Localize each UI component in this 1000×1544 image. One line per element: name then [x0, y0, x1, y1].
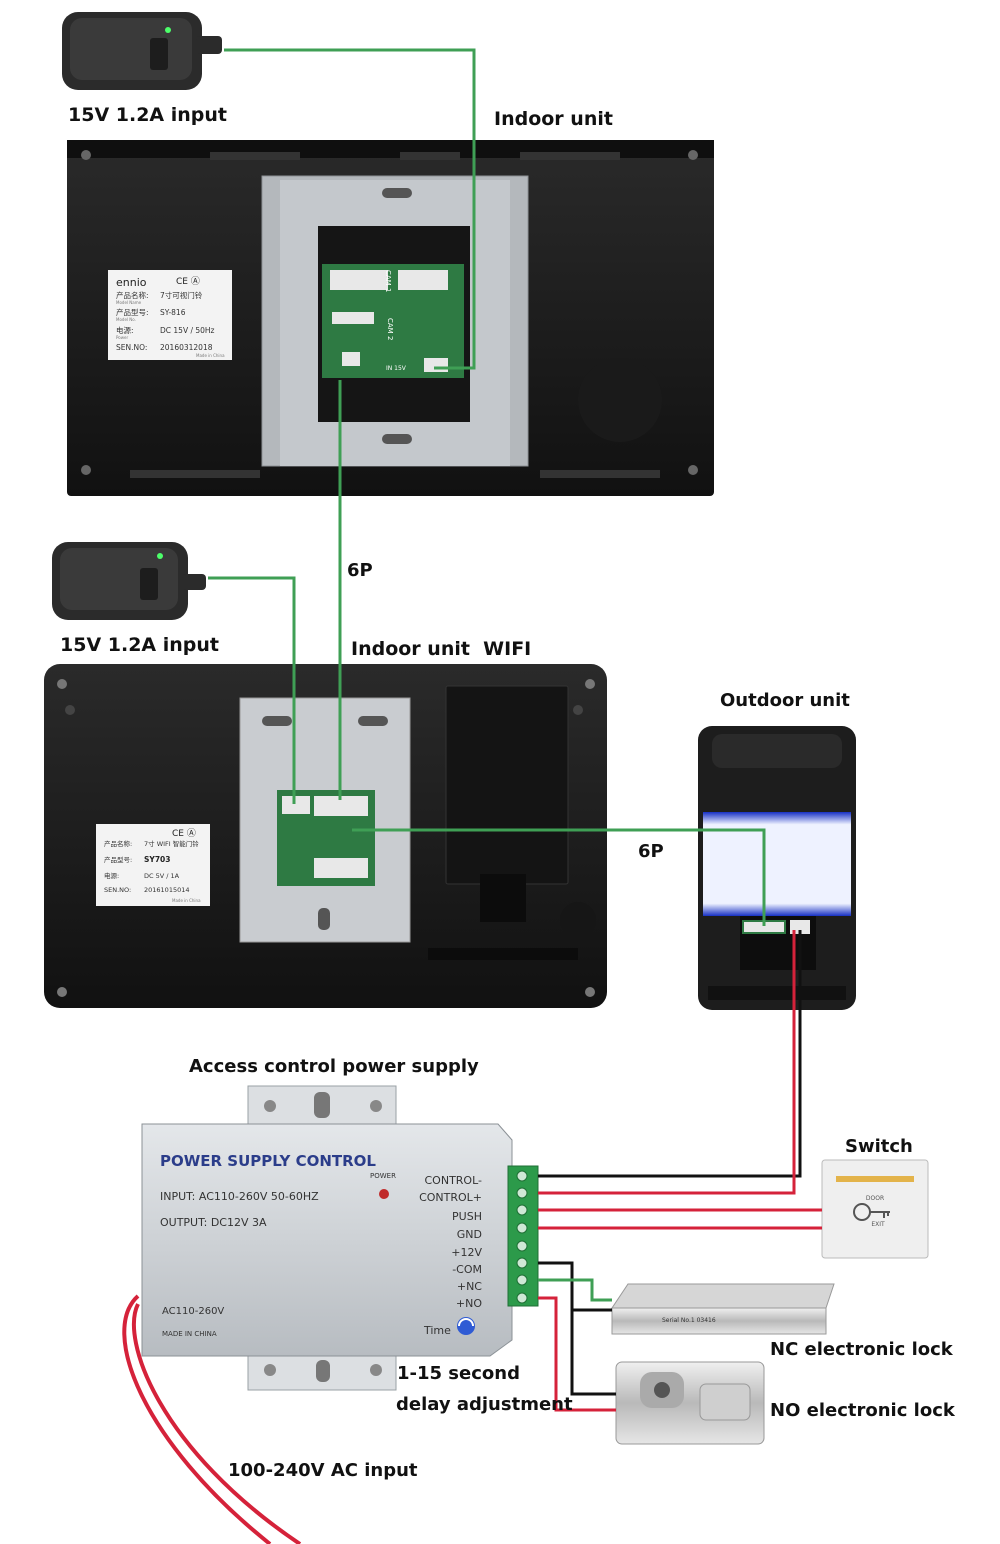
indoor-unit-wifi: CE Ⓐ 产品名称: 7寸 WIFI 智能门铃 产品型号: SY703 电源: …: [44, 664, 607, 1008]
unit1-sticker: ennio CE Ⓐ 产品名称: 7寸可视门铃 Model Name 产品型号:…: [108, 270, 232, 360]
svg-text:Power: Power: [116, 335, 128, 340]
six-p-vertical-label: 6P: [347, 560, 373, 581]
indoor-unit-wifi-label: Indoor unit WIFI: [351, 638, 532, 660]
terminal-label: +12V: [451, 1246, 482, 1259]
mounting-bracket-wifi: [239, 697, 411, 943]
svg-text:20160312018: 20160312018: [160, 343, 213, 352]
svg-text:7寸可视门铃: 7寸可视门铃: [160, 290, 203, 300]
psu-title: POWER SUPPLY CONTROL: [160, 1152, 376, 1170]
svg-text:20161015014: 20161015014: [144, 886, 190, 894]
psu-output: OUTPUT: DC12V 3A: [160, 1216, 267, 1229]
nc-maglock: Serial No.1 03416: [611, 1283, 835, 1335]
svg-text:7寸 WIFI 智能门铃: 7寸 WIFI 智能门铃: [144, 839, 199, 848]
pcb-top: CAM 1 CAM 2 IN 15V: [322, 264, 464, 378]
terminal-label: -COM: [452, 1263, 482, 1276]
indoor-unit-top: ennio CE Ⓐ 产品名称: 7寸可视门铃 Model Name 产品型号:…: [67, 140, 714, 496]
delay-label-line2: delay adjustment: [396, 1394, 573, 1415]
svg-text:Model No.: Model No.: [116, 317, 136, 322]
six-p-horizontal-label: 6P: [638, 841, 664, 862]
outdoor-unit-label: Outdoor unit: [720, 690, 850, 711]
svg-text:Serial No.1 03416: Serial No.1 03416: [662, 1317, 716, 1324]
pcb-wifi: [277, 790, 375, 886]
terminal-label: +NO: [456, 1297, 482, 1310]
switch-label: Switch: [845, 1136, 913, 1157]
svg-text:SEN.NO:: SEN.NO:: [104, 886, 131, 894]
svg-text:产品名称:: 产品名称:: [104, 839, 132, 848]
ac-input-label: 100-240V AC input: [228, 1460, 418, 1481]
svg-text:DC 15V / 50Hz: DC 15V / 50Hz: [160, 326, 215, 335]
svg-text:电源:: 电源:: [104, 871, 119, 880]
svg-text:产品型号:: 产品型号:: [104, 855, 132, 864]
adapter-top-label: 15V 1.2A input: [68, 104, 227, 126]
psu-ac-range: AC110-260V: [162, 1306, 224, 1317]
svg-text:CE Ⓐ: CE Ⓐ: [172, 828, 196, 839]
sticker-cert: CE Ⓐ: [176, 276, 200, 287]
svg-text:Made in China: Made in China: [172, 898, 201, 903]
wires: [122, 48, 822, 1544]
exit-switch: DOOR EXIT: [821, 1159, 929, 1259]
terminal-label: PUSH: [452, 1210, 482, 1223]
access-power-label: Access control power supply: [189, 1056, 479, 1077]
power-adapter-mid: [52, 542, 206, 620]
access-power-supply: POWER SUPPLY CONTROL POWER INPUT: AC110-…: [141, 1085, 539, 1391]
sticker-brand: ennio: [116, 276, 147, 289]
svg-text:SEN.NO:: SEN.NO:: [116, 343, 147, 352]
outdoor-unit: [698, 726, 856, 1010]
terminal-label: GND: [457, 1228, 482, 1241]
svg-text:IN 15V: IN 15V: [386, 365, 407, 372]
delay-label-line1: 1-15 second: [397, 1363, 520, 1384]
terminal-label: CONTROL+: [419, 1191, 482, 1204]
unit2-sticker: CE Ⓐ 产品名称: 7寸 WIFI 智能门铃 产品型号: SY703 电源: …: [96, 824, 210, 906]
terminal-label: CONTROL-: [425, 1174, 483, 1187]
svg-text:CAM 2: CAM 2: [386, 318, 394, 340]
svg-text:DC 5V / 1A: DC 5V / 1A: [144, 872, 180, 880]
adapter-mid-label: 15V 1.2A input: [60, 634, 219, 656]
svg-text:CAM 1: CAM 1: [384, 270, 392, 292]
terminal-label: +NC: [457, 1280, 482, 1293]
speaker-grill: [578, 358, 662, 442]
psu-time-label: Time: [423, 1324, 451, 1337]
psu-power-label: POWER: [370, 1172, 396, 1180]
nc-lock-label: NC electronic lock: [770, 1339, 953, 1360]
psu-made-in: MADE IN CHINA: [162, 1330, 217, 1338]
svg-text:SY-816: SY-816: [160, 308, 186, 317]
power-adapter-top: [62, 12, 222, 90]
svg-text:EXIT: EXIT: [871, 1221, 885, 1228]
svg-text:Model Name: Model Name: [116, 300, 142, 305]
no-electronic-lock: [615, 1361, 765, 1445]
svg-text:DOOR: DOOR: [866, 1195, 884, 1202]
svg-text:Made in China: Made in China: [196, 353, 225, 358]
svg-text:电源:: 电源:: [116, 325, 134, 335]
psu-input: INPUT: AC110-260V 50-60HZ: [160, 1190, 319, 1203]
indoor-unit-label: Indoor unit: [494, 108, 613, 130]
svg-text:产品型号:: 产品型号:: [116, 307, 149, 317]
svg-text:SY703: SY703: [144, 855, 171, 864]
no-lock-label: NO electronic lock: [770, 1400, 955, 1421]
svg-text:产品名称:: 产品名称:: [116, 290, 149, 300]
